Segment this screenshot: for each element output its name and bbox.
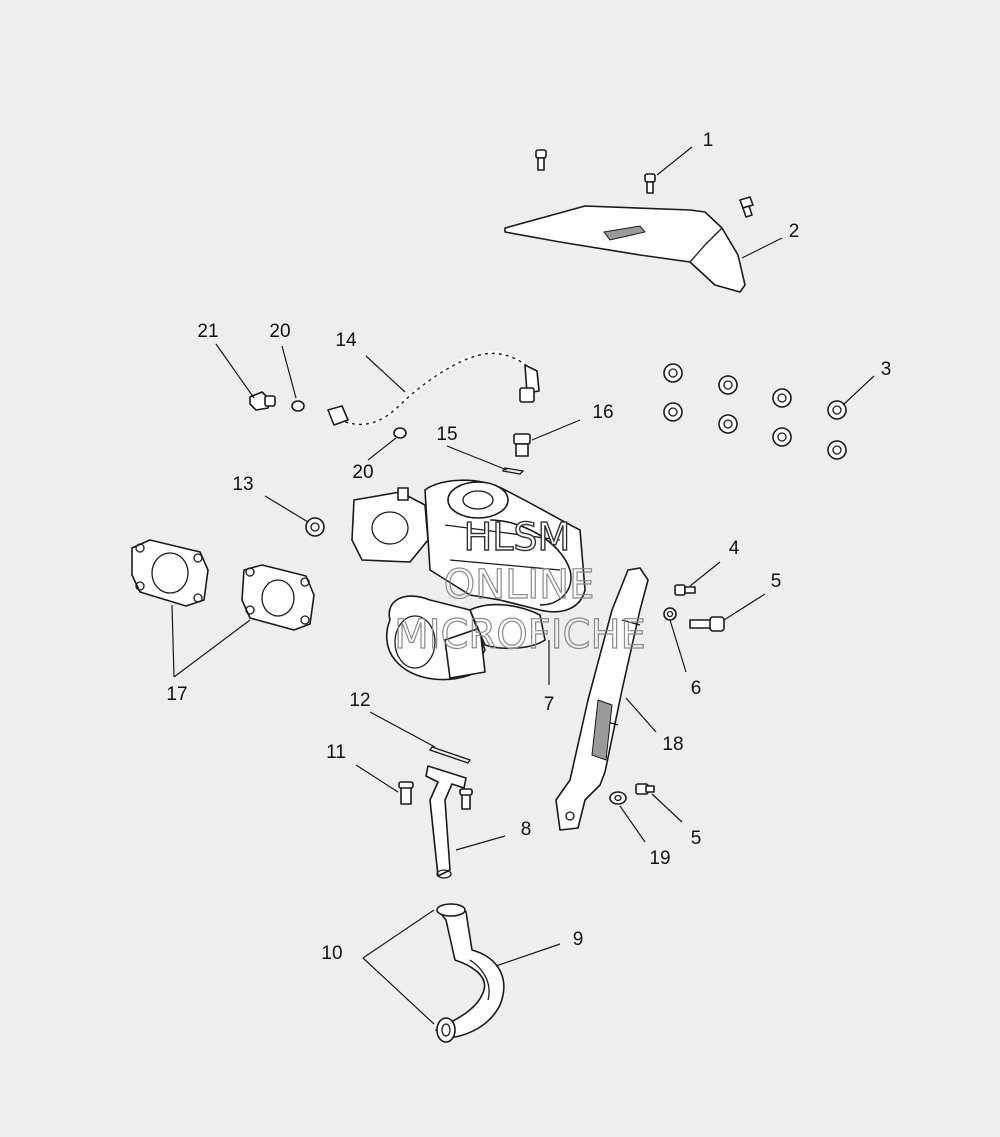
banjo-bolt bbox=[249, 391, 276, 411]
callout-15: 15 bbox=[436, 424, 457, 445]
screw-top-left bbox=[535, 149, 547, 171]
callout-14: 14 bbox=[335, 330, 357, 351]
watermark-line-3: MICROFICHE bbox=[394, 612, 646, 658]
oil-drain-tube bbox=[425, 765, 467, 879]
watermark-line-2: ONLINE bbox=[444, 562, 595, 608]
oil-fitting bbox=[513, 433, 531, 457]
nut bbox=[772, 427, 792, 447]
sealing-washer-upper bbox=[291, 400, 305, 412]
callout-21: 21 bbox=[197, 321, 218, 342]
callout-12: 12 bbox=[349, 690, 370, 711]
turbocharger bbox=[351, 479, 586, 681]
gasket-right bbox=[241, 564, 315, 631]
flange-nut bbox=[305, 517, 325, 537]
callout-labels: 1 2 3 4 5 6 7 18 5 19 8 9 10 11 12 17 13… bbox=[166, 130, 891, 964]
callout-5-upper: 5 bbox=[771, 571, 782, 592]
callout-2: 2 bbox=[789, 221, 800, 242]
callout-19: 19 bbox=[649, 848, 670, 869]
oil-drain-gasket bbox=[428, 746, 472, 764]
callout-6: 6 bbox=[691, 678, 702, 699]
callout-13: 13 bbox=[232, 474, 253, 495]
watermark: HLSM ONLINE MICROFICHE bbox=[394, 514, 647, 658]
callout-20-upper: 20 bbox=[269, 321, 290, 342]
nut bbox=[827, 440, 847, 460]
leader-lines bbox=[171, 146, 875, 1025]
washer-19 bbox=[609, 791, 627, 805]
watermark-line-1: HLSM bbox=[464, 515, 571, 559]
callout-18: 18 bbox=[662, 734, 683, 755]
nut bbox=[718, 414, 738, 434]
nut-group bbox=[663, 363, 847, 460]
drain-bolt-right bbox=[459, 788, 473, 810]
callout-16: 16 bbox=[592, 402, 613, 423]
seal-ring bbox=[501, 467, 525, 475]
nut bbox=[663, 363, 683, 383]
callout-1: 1 bbox=[703, 130, 714, 151]
washer-6 bbox=[663, 607, 677, 621]
coolant-hose bbox=[435, 903, 505, 1043]
callout-11: 11 bbox=[326, 742, 346, 763]
screw-top-right bbox=[739, 196, 754, 218]
nut bbox=[772, 388, 792, 408]
screw-top-middle bbox=[644, 173, 656, 194]
bolt-5-lower bbox=[635, 783, 655, 795]
support-bracket bbox=[555, 567, 649, 831]
callout-3: 3 bbox=[881, 359, 892, 380]
drain-bolt-left bbox=[398, 781, 414, 805]
nut bbox=[718, 375, 738, 395]
callout-20-lower: 20 bbox=[352, 462, 373, 483]
callout-9: 9 bbox=[573, 929, 584, 950]
nut bbox=[827, 400, 847, 420]
callout-10: 10 bbox=[321, 943, 342, 964]
bolt-4 bbox=[674, 584, 696, 596]
gasket-left bbox=[131, 539, 209, 607]
callout-5-lower: 5 bbox=[691, 828, 702, 849]
callout-8: 8 bbox=[521, 819, 532, 840]
heat-shield bbox=[504, 205, 746, 293]
callout-7: 7 bbox=[544, 694, 555, 715]
callout-17: 17 bbox=[166, 684, 187, 705]
oil-feed-line bbox=[327, 350, 540, 427]
nut bbox=[663, 402, 683, 422]
sealing-washer-lower bbox=[393, 427, 407, 439]
bolt-5-upper bbox=[689, 616, 725, 632]
callout-4: 4 bbox=[729, 538, 740, 559]
